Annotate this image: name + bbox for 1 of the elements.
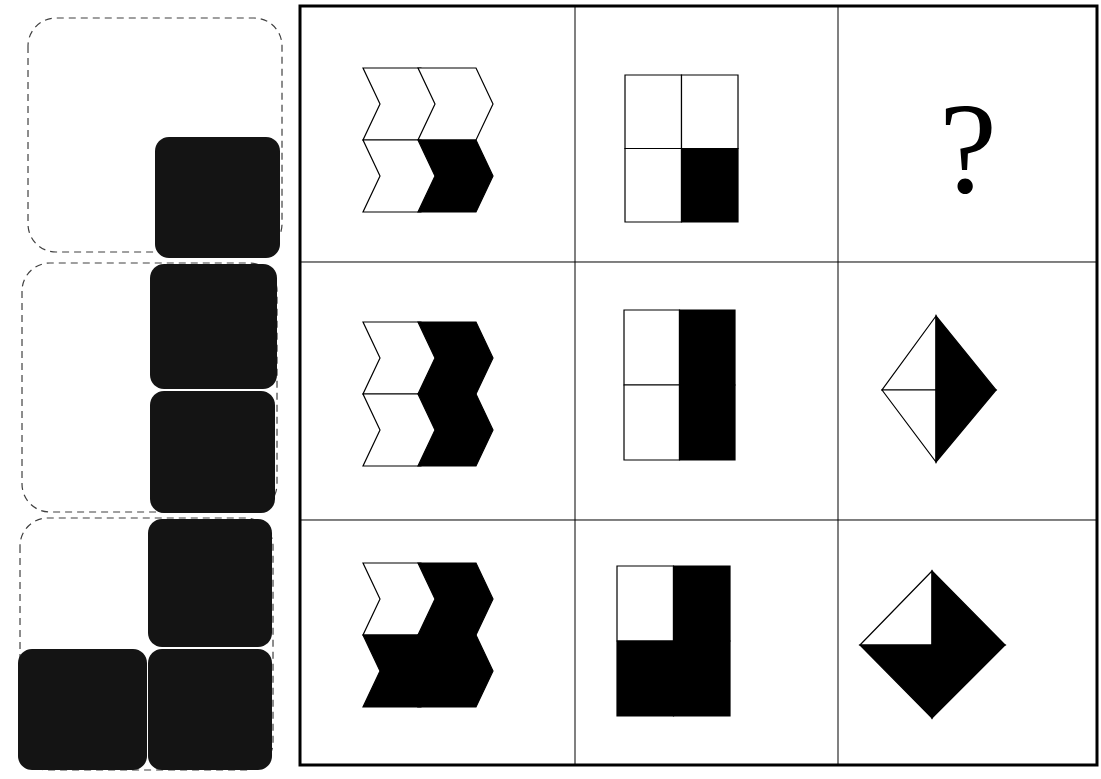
question-mark: ? bbox=[945, 106, 992, 194]
